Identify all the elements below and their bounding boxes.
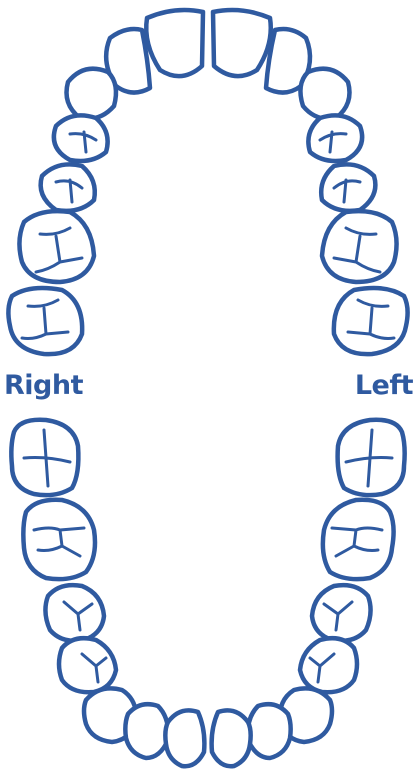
tooth-upper-left-canine — [300, 69, 349, 119]
tooth-upper-right-first-premolar — [54, 115, 108, 161]
tooth-lower-left-first-premolar — [300, 638, 357, 692]
tooth-lower-right-central-incisor — [165, 710, 204, 766]
tooth-lower-left-first-molar — [323, 500, 394, 579]
tooth-upper-right-canine — [67, 69, 117, 119]
tooth-lower-right-first-premolar — [59, 638, 116, 692]
tooth-upper-right-second-premolar — [41, 164, 95, 211]
tooth-upper-right-central-incisor — [146, 10, 203, 76]
tooth-lower-right-first-molar — [23, 500, 95, 579]
tooth-upper-left-central-incisor — [213, 10, 271, 76]
tooth-upper-left-first-premolar — [308, 115, 362, 161]
tooth-lower-left-central-incisor — [212, 710, 251, 766]
label-left: Left — [355, 370, 413, 401]
tooth-lower-right-lateral-incisor — [125, 704, 168, 758]
tooth-lower-left-lateral-incisor — [248, 704, 291, 758]
tooth-upper-left-second-premolar — [321, 164, 375, 211]
label-right: Right — [4, 370, 83, 401]
